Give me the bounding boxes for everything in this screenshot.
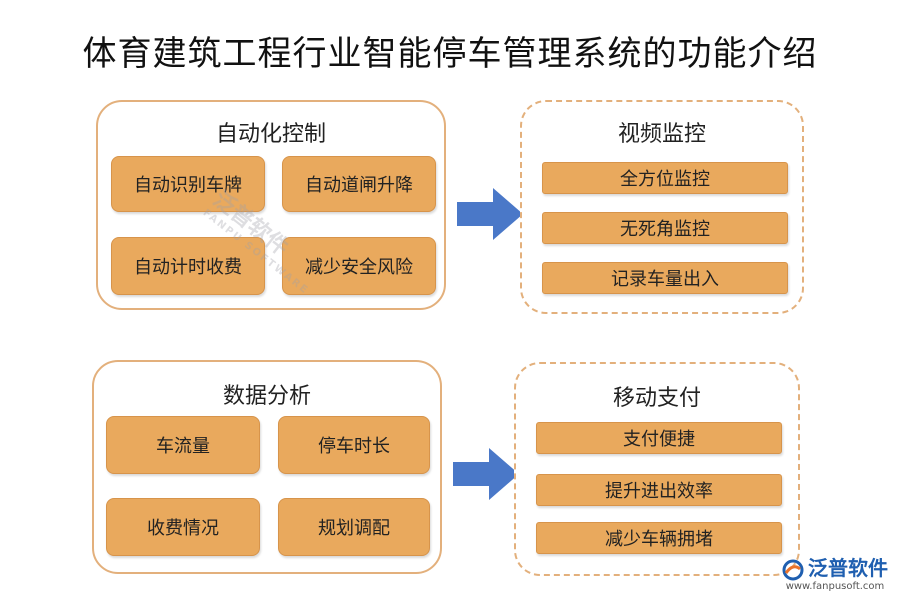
arrow-right-icon [457, 188, 523, 240]
automation-item: 自动识别车牌 [111, 156, 265, 212]
arrow-right-icon [453, 448, 519, 500]
brand-url: www.fanpusoft.com [785, 581, 885, 592]
brand-name: 泛普软件 [808, 556, 888, 580]
automation-panel: 自动化控制 自动识别车牌 自动道闸升降 自动计时收费 减少安全风险 [96, 100, 446, 310]
analytics-item: 停车时长 [278, 416, 430, 474]
video-item: 全方位监控 [542, 162, 788, 194]
brand-logo: 泛普软件 www.fanpusoft.com [782, 552, 888, 592]
payment-item: 提升进出效率 [536, 474, 782, 506]
video-item: 记录车量出入 [542, 262, 788, 294]
analytics-item: 车流量 [106, 416, 260, 474]
payment-item: 减少车辆拥堵 [536, 522, 782, 554]
automation-item: 减少安全风险 [282, 237, 436, 295]
analytics-item: 规划调配 [278, 498, 430, 556]
payment-item: 支付便捷 [536, 422, 782, 454]
payment-panel: 移动支付 支付便捷 提升进出效率 减少车辆拥堵 [514, 362, 800, 576]
analytics-panel: 数据分析 车流量 停车时长 收费情况 规划调配 [92, 360, 442, 574]
page-title: 体育建筑工程行业智能停车管理系统的功能介绍 [82, 34, 818, 74]
analytics-panel-title: 数据分析 [222, 384, 311, 409]
payment-panel-title: 移动支付 [612, 386, 701, 411]
fanpu-logo-icon [782, 559, 804, 580]
video-item: 无死角监控 [542, 212, 788, 244]
automation-panel-title: 自动化控制 [215, 122, 326, 147]
automation-item: 自动道闸升降 [282, 156, 436, 212]
video-panel-title: 视频监控 [617, 122, 706, 147]
analytics-item: 收费情况 [106, 498, 260, 556]
automation-item: 自动计时收费 [111, 237, 265, 295]
video-panel: 视频监控 全方位监控 无死角监控 记录车量出入 [520, 100, 804, 314]
